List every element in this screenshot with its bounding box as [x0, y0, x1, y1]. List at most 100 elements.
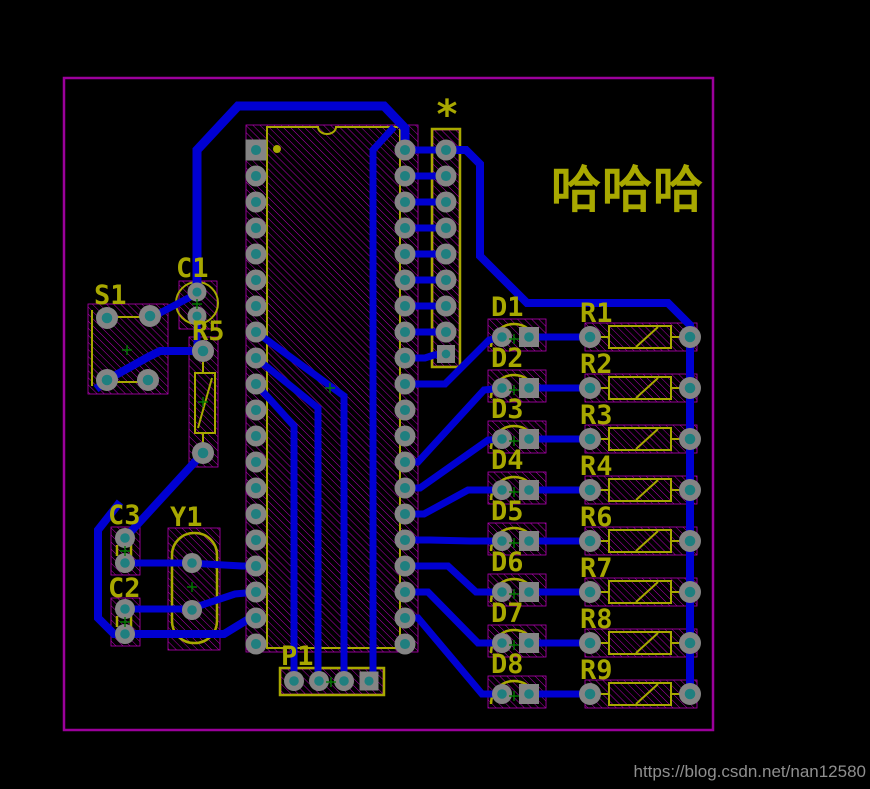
designator-p1[interactable]: P1	[281, 641, 314, 672]
header-outline[interactable]	[430, 127, 462, 369]
drill-hole	[399, 170, 411, 182]
component-origin-cross	[120, 617, 130, 627]
component-origin-cross	[198, 397, 208, 407]
designator-d3[interactable]: D3	[491, 394, 524, 425]
drill-hole	[497, 332, 507, 342]
component-origin-cross	[509, 691, 519, 701]
copper-trace[interactable]	[192, 101, 410, 300]
drill-hole	[250, 404, 262, 416]
drill-hole	[684, 433, 696, 445]
designator-d1[interactable]: D1	[491, 292, 524, 323]
copper-trace[interactable]	[253, 329, 348, 681]
drill-hole	[684, 637, 696, 649]
silkscreen-outline	[635, 377, 659, 399]
copper-trace[interactable]	[405, 536, 502, 545]
drill-hole	[497, 383, 507, 393]
designator-s1[interactable]: S1	[94, 280, 127, 311]
drill-hole	[399, 352, 411, 364]
drill-hole	[524, 587, 534, 597]
drill-hole	[497, 689, 507, 699]
designator-d4[interactable]: D4	[491, 445, 524, 476]
drill-hole	[399, 274, 411, 286]
drill-hole	[684, 586, 696, 598]
drill-hole	[364, 676, 374, 686]
designator-r[interactable]: R3	[580, 400, 613, 431]
copper-trace[interactable]	[253, 355, 322, 681]
designator-r[interactable]: R2	[580, 349, 613, 380]
drill-hole	[399, 638, 411, 650]
y1-pad-area[interactable]	[167, 527, 221, 651]
drill-hole	[187, 558, 197, 568]
copper-trace[interactable]	[253, 381, 298, 681]
designator-d2[interactable]: D2	[491, 343, 524, 374]
drill-hole	[250, 196, 262, 208]
drill-hole	[584, 382, 596, 394]
copper-trace[interactable]	[405, 588, 502, 647]
designator-r[interactable]: R7	[580, 553, 613, 584]
drill-hole	[187, 605, 197, 615]
drill-hole	[250, 612, 262, 624]
component-origin-cross	[509, 334, 519, 344]
drill-hole	[584, 433, 596, 445]
drill-hole	[684, 688, 696, 700]
drill-hole	[192, 311, 202, 321]
designator-r[interactable]: R9	[580, 655, 613, 686]
drill-hole	[684, 382, 696, 394]
component-origin-cross	[192, 299, 202, 309]
component-origin-cross	[326, 677, 336, 687]
copper-trace[interactable]	[125, 588, 257, 613]
designator-c3[interactable]: C3	[108, 500, 141, 531]
drill-hole	[314, 676, 324, 686]
drill-hole	[250, 430, 262, 442]
copper-trace[interactable]	[405, 614, 502, 698]
designator-d7[interactable]: D7	[491, 598, 524, 629]
designator-d6[interactable]: D6	[491, 547, 524, 578]
drill-hole	[524, 383, 534, 393]
drill-hole	[250, 300, 262, 312]
copper-trace[interactable]	[405, 384, 503, 466]
y1-outline[interactable]	[170, 531, 219, 645]
drill-hole	[584, 484, 596, 496]
drill-hole	[497, 587, 507, 597]
designator-d8[interactable]: D8	[491, 649, 524, 680]
drill-hole	[250, 274, 262, 286]
designator-r[interactable]: R8	[580, 604, 613, 635]
pin1-marker-text[interactable]: *	[435, 92, 459, 138]
board-outline[interactable]	[62, 76, 715, 732]
designator-c2[interactable]: C2	[108, 573, 141, 604]
drill-hole	[524, 536, 534, 546]
designator-r[interactable]: R1	[580, 298, 613, 329]
designator-r5[interactable]: R5	[192, 316, 225, 347]
designator-d5[interactable]: D5	[491, 496, 524, 527]
component-origin-cross	[509, 589, 519, 599]
drill-hole	[197, 345, 209, 357]
drill-hole	[399, 430, 411, 442]
designator-r[interactable]: R4	[580, 451, 613, 482]
drill-hole	[497, 536, 507, 546]
drill-hole	[250, 378, 262, 390]
drill-hole	[399, 508, 411, 520]
silkscreen-annotation-text[interactable]: 哈哈哈	[551, 161, 704, 219]
copper-trace[interactable]	[405, 562, 502, 596]
drill-hole	[120, 558, 130, 568]
r5-body[interactable]	[194, 372, 216, 434]
copper-trace[interactable]	[122, 450, 206, 541]
pad-layer	[96, 139, 701, 705]
drill-hole	[144, 310, 156, 322]
drill-hole	[250, 508, 262, 520]
p1-outline[interactable]	[278, 666, 386, 697]
designator-y1[interactable]: Y1	[170, 502, 203, 533]
component-origin-cross	[509, 640, 519, 650]
vcc-bus-trace[interactable]	[446, 146, 694, 694]
drill-hole	[584, 688, 596, 700]
copper-trace[interactable]	[405, 486, 502, 518]
designator-r[interactable]: R6	[580, 502, 613, 533]
drill-hole	[584, 331, 596, 343]
drill-hole	[524, 434, 534, 444]
drill-hole	[250, 586, 262, 598]
designator-c1[interactable]: C1	[176, 253, 209, 284]
drill-hole	[440, 144, 452, 156]
